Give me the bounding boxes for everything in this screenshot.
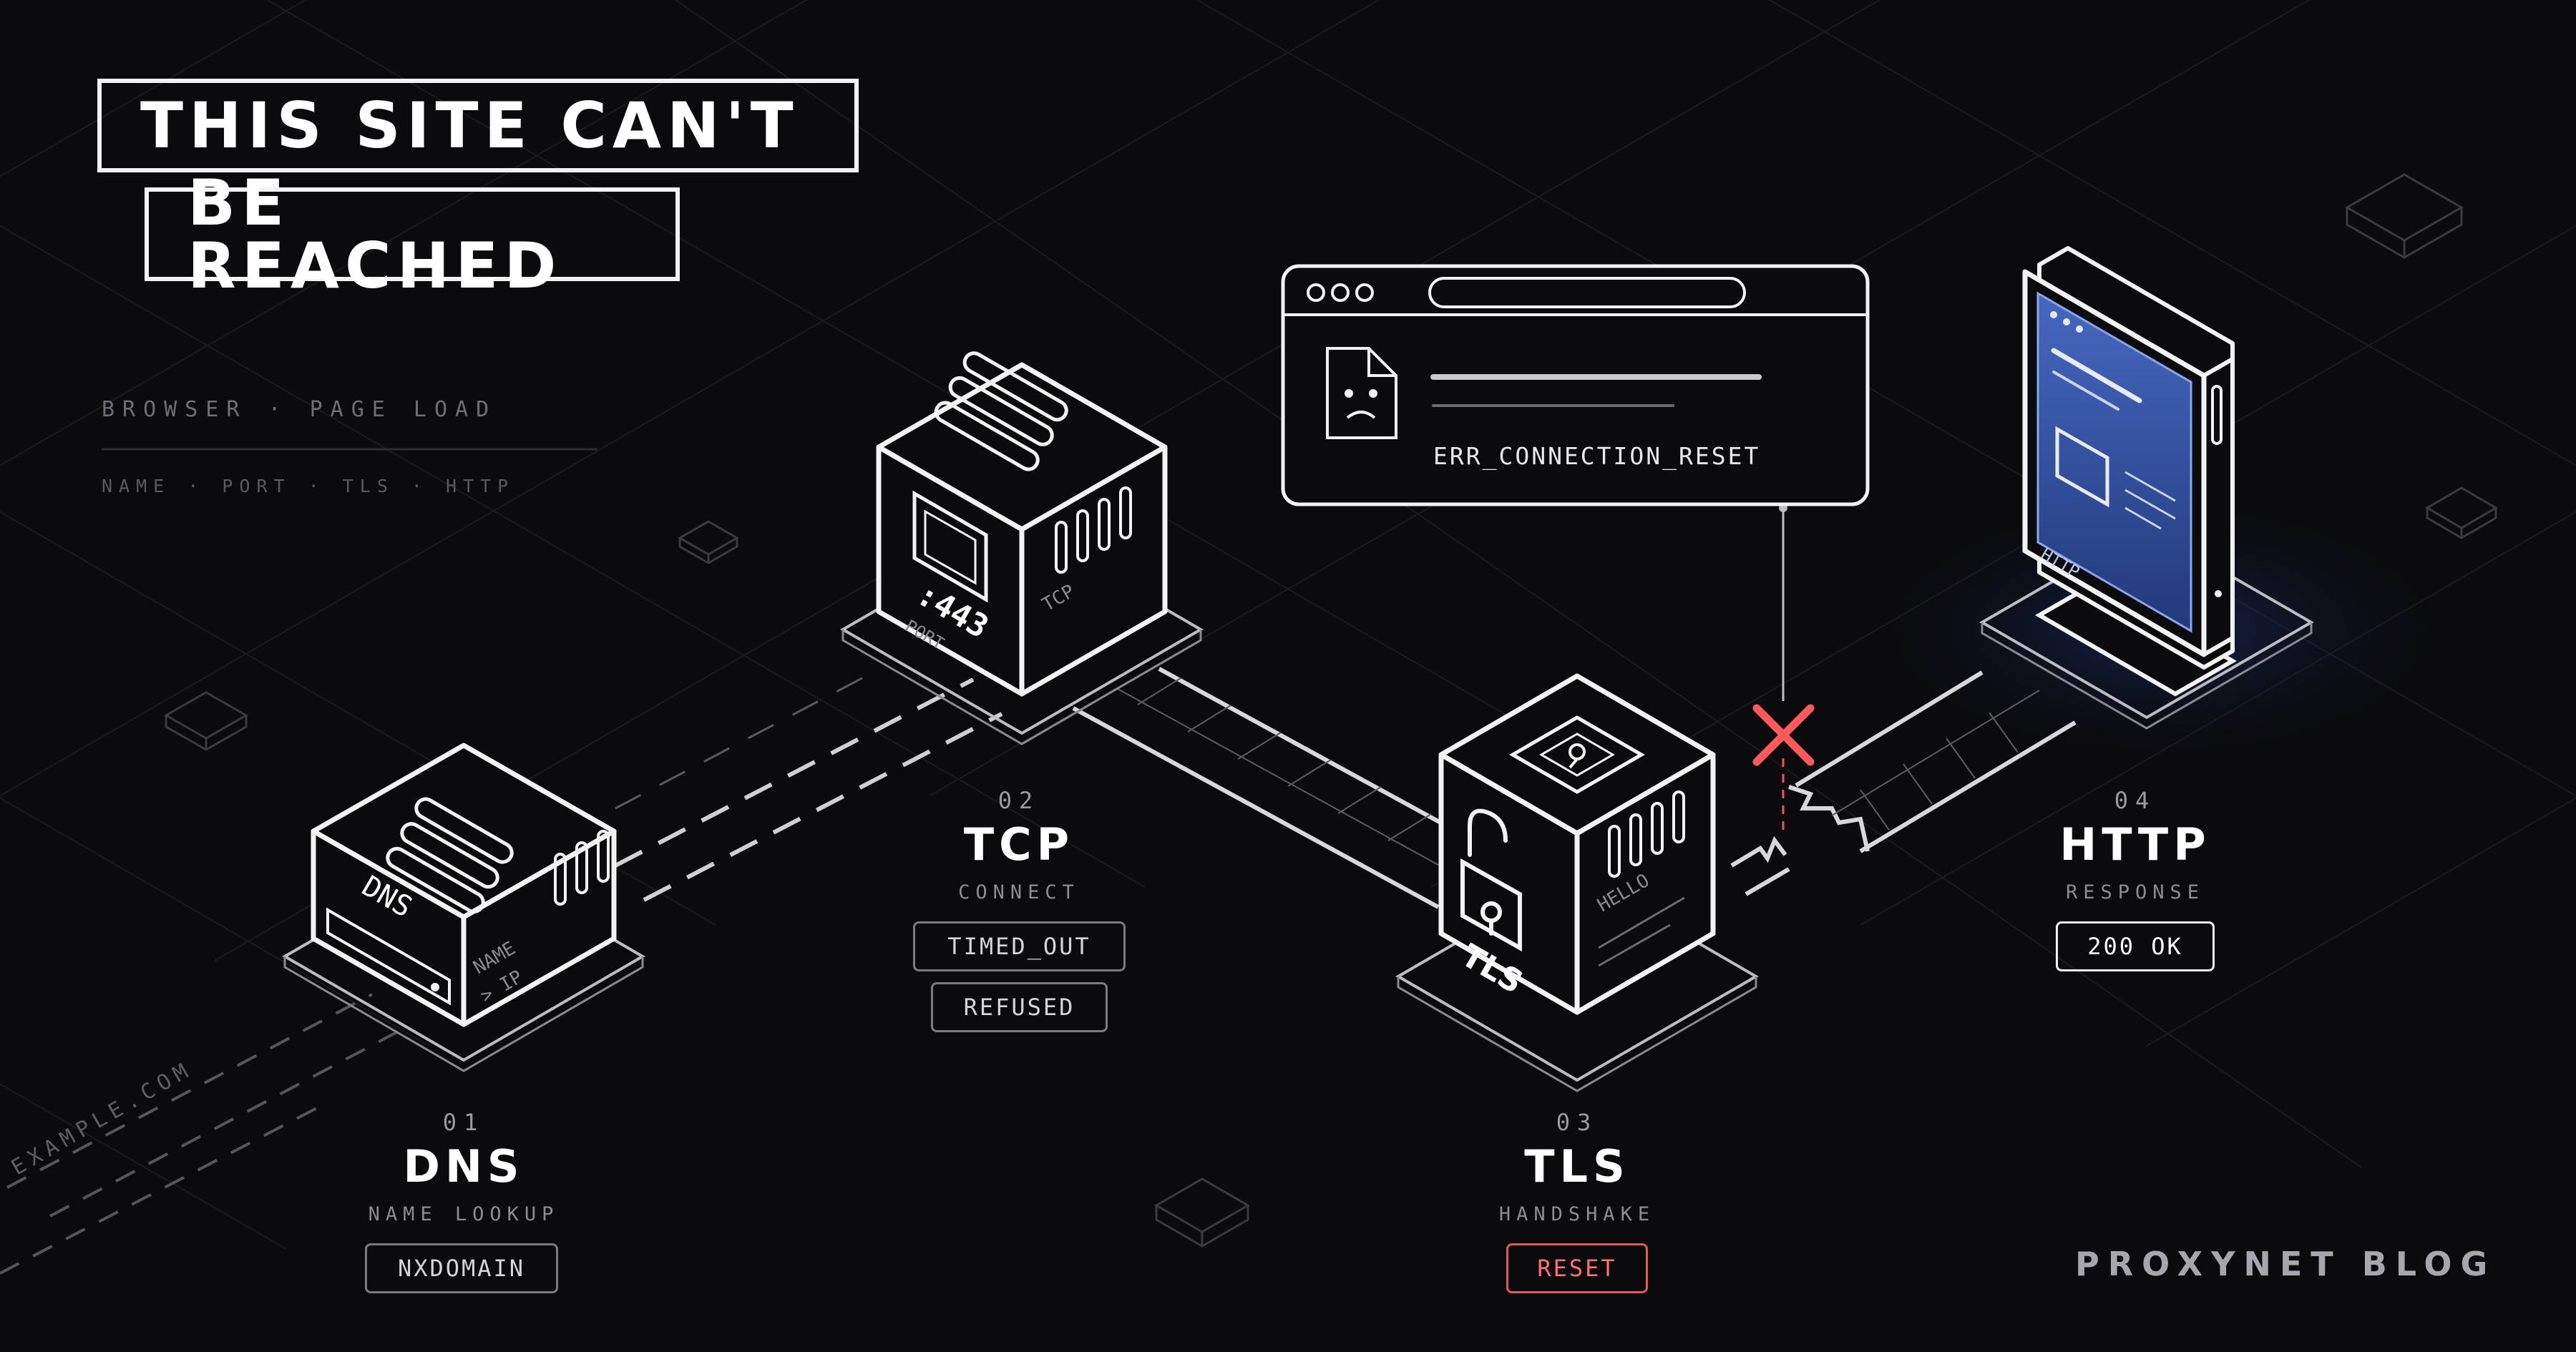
status-badge: REFUSED	[931, 982, 1108, 1032]
link-dns-tcp	[614, 677, 1003, 902]
headline-line2: BE REACHED	[145, 171, 680, 297]
tcp-cube: :443 PORT TCP	[840, 351, 1204, 745]
step-number: 04	[2114, 787, 2157, 814]
status-badge: RESET	[1506, 1243, 1648, 1293]
step-description: NAME LOOKUP	[368, 1203, 560, 1225]
step-title: TLS	[1524, 1140, 1630, 1192]
status-badge: NXDOMAIN	[365, 1243, 558, 1293]
step-title: TCP	[963, 818, 1075, 871]
error-x-icon	[1752, 704, 1815, 766]
brand-wordmark: PROXYNET BLOG	[2075, 1245, 2497, 1283]
track-tcp-tls	[1072, 667, 1468, 909]
http-device: HTTP	[1979, 246, 2314, 730]
status-badge: TIMED_OUT	[913, 921, 1126, 971]
status-badge: 200 OK	[2056, 921, 2215, 971]
headline-line2-text: BE REACHED	[187, 165, 562, 303]
step-title: DNS	[403, 1140, 525, 1192]
sad-file-icon	[1326, 347, 1397, 439]
dns-cube: DNS NAME > IP	[282, 743, 645, 1072]
track-tls-http-broken	[1730, 670, 2077, 896]
headline-line1: THIS SITE CAN'T	[97, 79, 859, 172]
error-popup	[1281, 264, 1870, 506]
headline-line1-text: THIS SITE CAN'T	[140, 88, 799, 162]
step-description: HANDSHAKE	[1498, 1203, 1656, 1225]
step-description: RESPONSE	[2065, 881, 2205, 903]
error-message: ERR_CONNECTION_RESET	[1433, 442, 1761, 470]
step-number: 03	[1556, 1109, 1599, 1136]
step-number: 01	[442, 1109, 485, 1136]
step-number: 02	[997, 787, 1040, 814]
kicker-title: BROWSER · PAGE LOAD	[102, 397, 497, 422]
domain-trail	[0, 993, 401, 1275]
tls-cube: TLS HELLO	[1395, 673, 1759, 1092]
step-title: HTTP	[2059, 818, 2211, 871]
address-bar	[1428, 277, 1746, 308]
kicker-subtitle: NAME · PORT · TLS · HTTP	[102, 476, 515, 496]
step-description: CONNECT	[958, 881, 1080, 903]
decor-boxes	[163, 173, 2498, 1248]
padlock-open-icon	[1460, 808, 1522, 952]
